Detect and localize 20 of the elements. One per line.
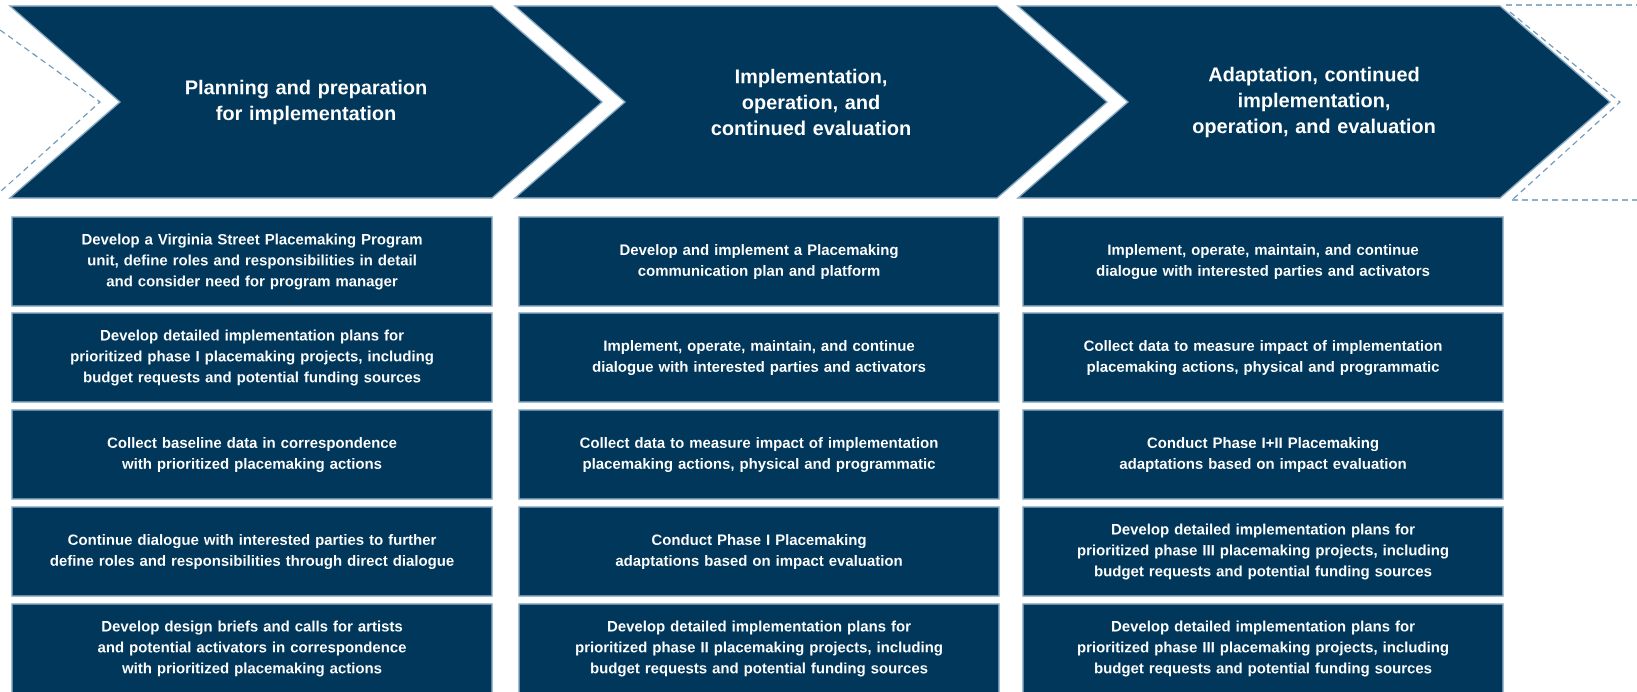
step-box: Develop and implement a Placemaking communication plan and platform xyxy=(518,216,1000,307)
step-box: Develop detailed implementation plans for prioritized phase II placemaking projects, including budget requests and potential funding sources xyxy=(518,603,1000,692)
step-box: Collect data to measure impact of implementation placemaking actions, physical and programmatic xyxy=(518,409,1000,500)
step-box: Develop detailed implementation plans for prioritized phase III placemaking projects, including budget requests and potential funding sources xyxy=(1022,506,1504,597)
step-box: Conduct Phase I Placemaking adaptations based on impact evaluation xyxy=(518,506,1000,597)
step-box: Develop design briefs and calls for artists and potential activators in correspondence with prioritized placemaking actions xyxy=(11,603,493,692)
phase-banner: Planning and preparation for implementation xyxy=(8,5,604,199)
step-box: Implement, operate, maintain, and continue dialogue with interested parties and activators xyxy=(1022,216,1504,307)
step-box: Develop a Virginia Street Placemaking Program unit, define roles and responsibilities in detail and consider need for program manager xyxy=(11,216,493,307)
step-box: Collect data to measure impact of implementation placemaking actions, physical and programmatic xyxy=(1022,312,1504,403)
dashed-outline xyxy=(0,29,102,193)
step-box: Develop detailed implementation plans for prioritized phase III placemaking projects, including budget requests and potential funding sources xyxy=(1022,603,1504,692)
step-box: Develop detailed implementation plans for prioritized phase I placemaking projects, including budget requests and potential funding sources xyxy=(11,312,493,403)
step-box: Implement, operate, maintain, and continue dialogue with interested parties and activators xyxy=(518,312,1000,403)
phase-banner: Adaptation, continued implementation, operation, and evaluation xyxy=(1016,5,1612,199)
dashed-outline xyxy=(1505,4,1637,201)
phase-banner: Implementation, operation, and continued evaluation xyxy=(513,5,1109,199)
step-box: Collect baseline data in correspondence with prioritized placemaking actions xyxy=(11,409,493,500)
step-box: Continue dialogue with interested parties to further define roles and responsibilities through direct dialogue xyxy=(11,506,493,597)
step-box: Conduct Phase I+II Placemaking adaptations based on impact evaluation xyxy=(1022,409,1504,500)
